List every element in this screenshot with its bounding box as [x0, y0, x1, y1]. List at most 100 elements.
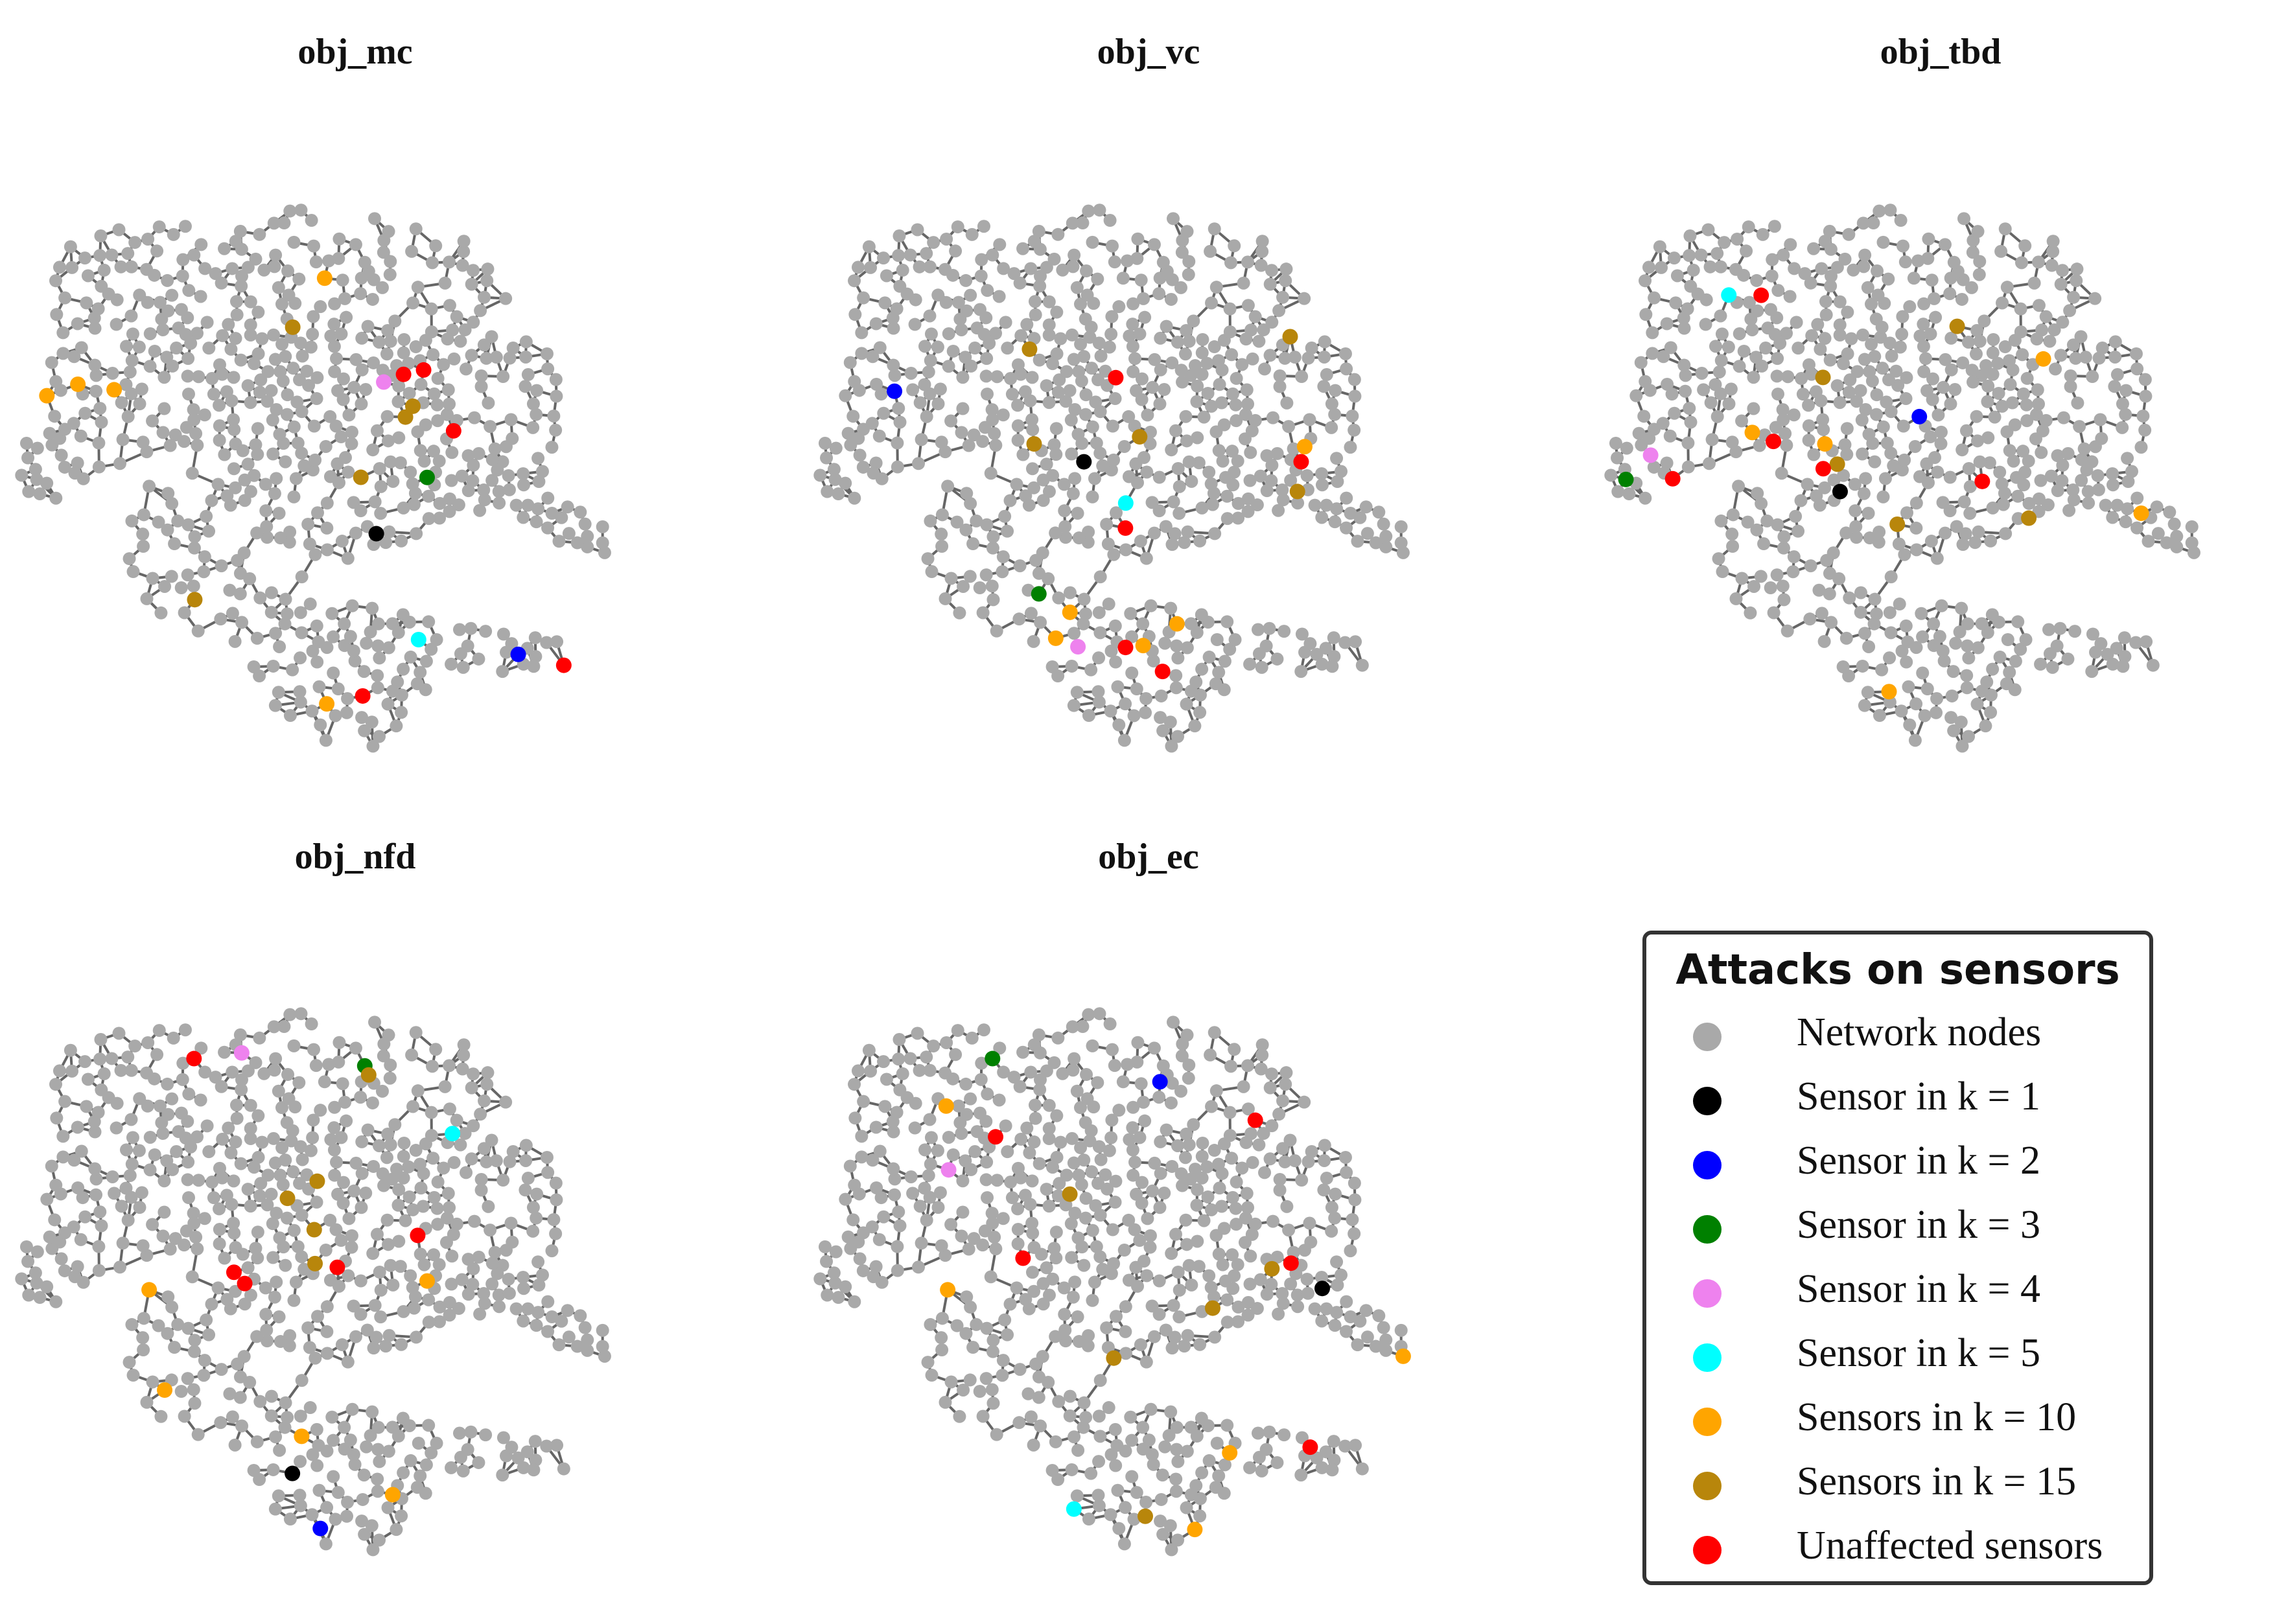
network-node: [1777, 593, 1791, 607]
network-node: [233, 566, 247, 580]
network-node: [43, 426, 56, 440]
network-node: [1295, 370, 1309, 384]
network-node: [877, 406, 891, 420]
sensor-node-k-10: [1817, 436, 1833, 452]
network-node: [1153, 272, 1167, 285]
network-node: [140, 262, 154, 276]
network-node: [1957, 212, 1971, 226]
network-node: [88, 321, 102, 335]
network-node: [1059, 395, 1073, 408]
network-node: [2121, 502, 2134, 516]
network-node: [1169, 669, 1183, 682]
network-node: [2073, 420, 2086, 434]
sensor-node-k-15: [1829, 456, 1845, 472]
network-node: [939, 592, 952, 605]
network-node: [1192, 456, 1206, 470]
network-node: [485, 453, 499, 467]
network-node: [1204, 399, 1218, 413]
network-node: [375, 281, 389, 294]
network-node: [1049, 422, 1063, 435]
network-node: [64, 240, 77, 253]
network-node: [1864, 297, 1878, 311]
network-node: [2106, 478, 2119, 492]
network-node: [1857, 487, 1871, 500]
network-node: [1260, 484, 1274, 498]
network-node: [874, 388, 888, 401]
network-node: [1893, 597, 1906, 611]
network-node: [2046, 245, 2060, 259]
network-node: [1176, 375, 1189, 389]
network-node: [923, 260, 937, 273]
network-node: [1034, 616, 1047, 629]
network-node: [1091, 272, 1104, 286]
network-node: [1771, 352, 1784, 365]
network-node: [878, 296, 892, 310]
network-node: [1900, 655, 1913, 669]
network-node: [2094, 637, 2108, 651]
network-node: [229, 235, 242, 248]
network-node: [314, 300, 327, 314]
network-node: [2081, 485, 2095, 498]
network-node: [1679, 384, 1692, 398]
sensor-node-k-unaffected: [415, 362, 432, 378]
network-node: [327, 630, 340, 644]
network-node: [1079, 388, 1093, 402]
network-node: [530, 515, 543, 529]
network-node: [1747, 579, 1761, 593]
network-node: [474, 380, 488, 393]
network-node: [1909, 521, 1923, 535]
network-node: [1348, 423, 1361, 437]
network-node: [1917, 318, 1930, 331]
sensor-node-k-10: [1135, 638, 1151, 654]
network-node: [540, 347, 554, 360]
network-node: [1057, 478, 1071, 491]
network-node: [1193, 706, 1207, 719]
network-node: [2036, 424, 2049, 437]
network-node: [1916, 666, 1930, 680]
network-node: [1167, 495, 1180, 509]
network-node: [454, 647, 467, 660]
network-node: [388, 314, 402, 328]
network-node: [872, 429, 886, 443]
network-node: [496, 627, 510, 641]
network-node: [915, 433, 928, 447]
network-node: [1970, 697, 1984, 711]
network-node: [1726, 540, 1740, 553]
network-node: [106, 366, 119, 380]
network-node: [839, 476, 852, 490]
network-node: [1164, 601, 1178, 615]
network-node: [920, 410, 933, 423]
network-node: [95, 415, 108, 429]
network-node: [851, 261, 865, 274]
network-node: [1972, 525, 1985, 539]
network-node: [1779, 427, 1792, 441]
network-node: [30, 441, 44, 455]
network-node: [1893, 340, 1907, 354]
network-node: [1302, 351, 1315, 365]
network-node: [1344, 441, 1357, 454]
network-node: [502, 483, 516, 496]
network-node: [979, 369, 993, 383]
network-node: [1971, 641, 1985, 655]
network-node: [207, 388, 220, 401]
network-node: [1104, 327, 1118, 341]
network-node: [1084, 320, 1098, 334]
network-node: [1130, 384, 1143, 397]
network-node: [235, 279, 248, 293]
network-node: [355, 331, 369, 345]
network-node: [986, 248, 999, 262]
network-node: [485, 474, 499, 487]
network-node: [1925, 273, 1939, 287]
network-node: [478, 493, 491, 507]
network-node: [358, 724, 371, 737]
network-node: [187, 579, 200, 593]
network-node: [1876, 420, 1890, 434]
network-node: [467, 264, 480, 277]
network-node: [1093, 626, 1107, 640]
network-node: [1196, 332, 1209, 346]
network-node: [1862, 507, 1875, 520]
network-node: [877, 251, 891, 265]
network-node: [1204, 244, 1217, 258]
network-node: [886, 311, 900, 325]
network-node: [1116, 272, 1130, 285]
